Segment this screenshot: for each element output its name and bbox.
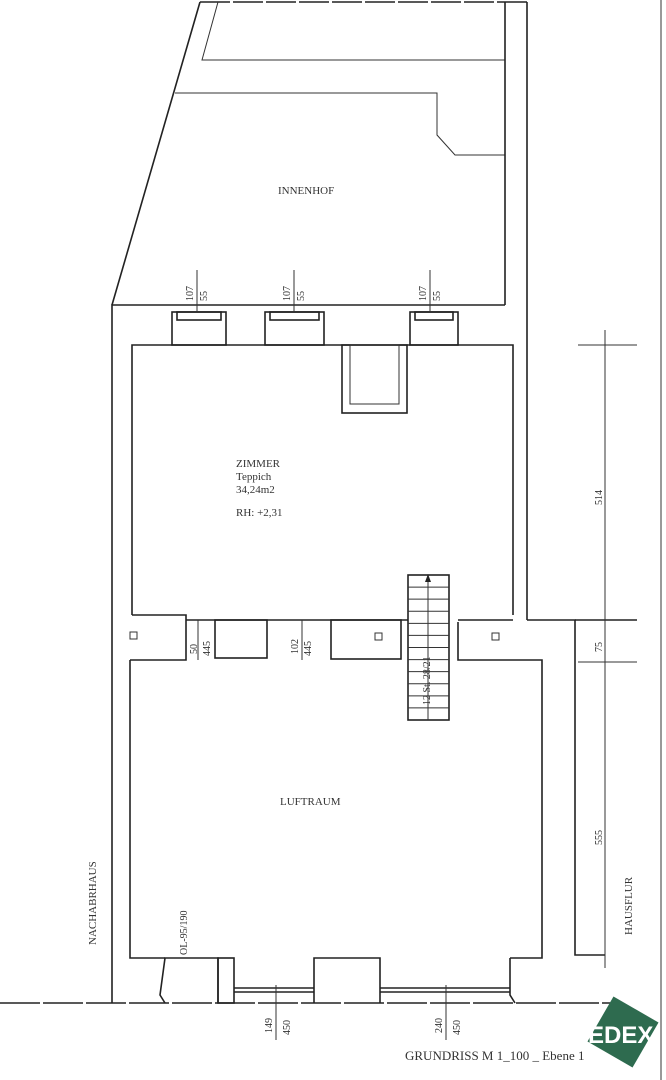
label-nachbarhaus: NACHABRHAUS: [87, 861, 99, 945]
window-dim-height: 450: [452, 1020, 463, 1035]
window-dim-width: 149: [264, 1018, 275, 1033]
side-dim: 75: [594, 642, 605, 652]
opening-dim-width: 50: [189, 644, 200, 654]
svg-text:EDEX: EDEX: [588, 1022, 653, 1049]
edex-logo: EDEX: [587, 996, 659, 1068]
window-dim-height: 55: [199, 291, 210, 301]
window-dim-height: 55: [296, 291, 307, 301]
opening-dim-width: 102: [290, 639, 301, 654]
side-dim: 555: [594, 830, 605, 845]
opening-dim-height: 445: [303, 641, 314, 656]
side-dim: 514: [594, 490, 605, 505]
room-label-luftraum: LUFTRAUM: [280, 796, 341, 808]
room-height: RH: +2,31: [236, 507, 283, 519]
stair-label: 12 St. 28/21: [422, 656, 433, 705]
room-label-zimmer: ZIMMER: [236, 458, 281, 470]
opening-dim-height: 445: [202, 641, 213, 656]
window-dim-height: 55: [432, 291, 443, 301]
building-walls: [0, 270, 637, 1040]
skylight-label: OL-95/190: [179, 911, 190, 955]
room-floor: Teppich: [236, 471, 272, 483]
window-dim-width: 107: [418, 286, 429, 301]
window-dim-width: 107: [185, 286, 196, 301]
room-area: 34,24m2: [236, 484, 275, 496]
courtyard-walls: [111, 1, 530, 620]
window-dim-width: 107: [282, 286, 293, 301]
label-hausflur: HAUSFLUR: [623, 876, 635, 935]
staircase: [407, 574, 450, 721]
plan-title: GRUNDRISS M 1_100 _ Ebene 1: [405, 1048, 584, 1063]
room-label-innenhof: INNENHOF: [278, 185, 334, 197]
window-dim-height: 450: [282, 1020, 293, 1035]
window-dim-width: 240: [434, 1018, 445, 1033]
